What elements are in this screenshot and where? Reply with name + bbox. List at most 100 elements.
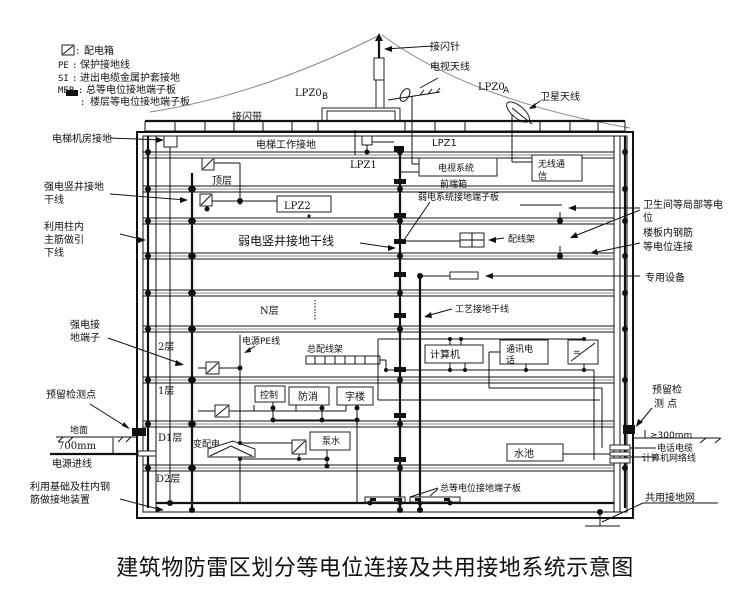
- column-downconductor-label-3: 下线: [44, 246, 64, 259]
- legend-colon-meb: :: [78, 86, 83, 96]
- test-point-box-right: [623, 425, 635, 434]
- weak-terminal-board-label: 弱电系统接地端子板: [418, 191, 499, 203]
- test-point-label-right-2: 测 点: [654, 397, 677, 410]
- satellite-dish-icon: [506, 100, 541, 125]
- control-label: 控制: [260, 389, 278, 401]
- control-box: [254, 385, 286, 403]
- air-terminal-label: 接闪针: [430, 40, 460, 53]
- pool-label: 水池: [514, 447, 534, 460]
- min-depth-label: ≥300mm: [650, 431, 692, 441]
- foundation-ground-label-2: 筋做接地装置: [30, 493, 90, 506]
- strong-terminal-label-1: 强电接: [70, 318, 100, 331]
- legend-distribution-box: 配电箱: [84, 44, 114, 57]
- network-cable-label: 计算机网络线: [642, 452, 696, 464]
- floor-slabs: [143, 151, 614, 505]
- pool-box: [506, 443, 564, 462]
- floor-rebar-label-2: 等电位连接: [643, 240, 693, 253]
- satellite-antenna-label: 卫星天线: [540, 90, 580, 103]
- wireless-comm-label-1: 无线通: [538, 158, 565, 170]
- elevator-room-ground-label: 电梯机房接地: [52, 132, 112, 145]
- main-wiring-rack-label: 总配线架: [307, 343, 343, 355]
- lpz1-top-label: LPZ1: [432, 138, 457, 149]
- legend-colon-pe: :: [72, 61, 77, 71]
- legend-si-symbol: SI: [58, 74, 69, 84]
- elevator-controller-box: [361, 135, 373, 146]
- tv-system-label: 电视系统: [438, 162, 474, 174]
- floor-1-label: 1层: [158, 385, 174, 397]
- legend-colon-floor: :: [80, 98, 85, 108]
- legend: : 配电箱 PE : 保护接地线 SI : 进出电缆金属护套接地 MEB : 总…: [58, 44, 190, 108]
- elevator-work-ground-label: 电梯工作接地: [256, 138, 316, 151]
- telephone-box: [499, 339, 549, 365]
- process-ground-label: 工艺接地干线: [455, 303, 509, 315]
- lpz0a-label: LPZ0: [478, 82, 505, 93]
- air-terminal: [373, 33, 433, 109]
- legend-pe-text: 保护接地线: [80, 58, 130, 71]
- meb-board-label: 总等电位接地端子板: [440, 482, 521, 494]
- pump-box: [309, 431, 351, 451]
- floor-rebar-label-1: 楼板内钢筋: [643, 226, 693, 239]
- tv-antenna-label: 电视天线: [430, 60, 470, 73]
- rectifier-symbol: =: [573, 348, 581, 358]
- fire-box: [288, 386, 330, 406]
- meb-icon: [66, 90, 78, 96]
- test-point-box-left: [132, 428, 146, 436]
- fire-label: 防消: [298, 390, 318, 403]
- column-downconductor-label-1: 利用柱内: [44, 220, 84, 233]
- test-point-label-right-1: 预留检: [652, 383, 682, 396]
- lpz2-box: [276, 195, 332, 213]
- elevator-room-box: [163, 135, 178, 148]
- bathroom-eq-label-2: 位: [643, 211, 653, 224]
- ground-surface-label: 地面: [70, 424, 88, 436]
- test-point-label-left: 预留检测点: [46, 388, 96, 401]
- strong-shaft-ground-label-2: 干线: [44, 193, 64, 206]
- lpz1-inner-label: LPZ1: [350, 160, 377, 171]
- weak-shaft-ground-label: 弱电竖井接地干线: [238, 233, 334, 248]
- floor-d2-label: D2层: [156, 473, 180, 485]
- power-incoming-label: 电源进线: [52, 457, 92, 470]
- foundation-ground-label-1: 利用基础及柱内钢: [30, 480, 110, 493]
- meb-board: [364, 496, 461, 506]
- substation-icon: [207, 440, 256, 458]
- computer-box: [424, 344, 484, 364]
- legend-floor-board-text: 楼层等电位接地端子板: [90, 95, 190, 108]
- n-floor-label: N层: [260, 305, 279, 317]
- legend-colon-si: :: [72, 74, 77, 84]
- computer-label: 计算机: [430, 348, 460, 361]
- strong-shaft-ground-label-1: 强电竖井接地: [44, 180, 104, 193]
- lpz0b-boundary-arc: [149, 34, 381, 113]
- telephone-label-1: 通讯电: [506, 343, 533, 355]
- wireless-comm-label-2: 信: [538, 170, 547, 182]
- lpz0a-boundary-arc: [381, 34, 631, 129]
- tv-antenna-icon: [387, 77, 441, 160]
- lpz0a-sub: A: [503, 86, 510, 96]
- front-box-label: 前端箱: [440, 178, 467, 190]
- power-pe-label: 电源PE线: [242, 335, 280, 347]
- special-equipment-box: [449, 271, 479, 280]
- elevator-label: 字楼: [345, 390, 365, 403]
- strong-terminal-label-2: 地端子: [70, 331, 100, 344]
- lpz2-label: LPZ2: [284, 201, 311, 212]
- legend-pe-symbol: PE: [58, 61, 69, 71]
- wiring-rack-label: 配线架: [508, 233, 535, 245]
- lpz0b-label: LPZ0: [295, 88, 322, 99]
- air-termination-strip-label: 接闪带: [232, 110, 262, 123]
- top-floor-label: 顶层: [212, 175, 232, 187]
- floor-d1-label: D1层: [158, 432, 182, 444]
- floor-2-label: 2层: [158, 341, 174, 353]
- common-ground-net-label: 共用接地网: [645, 491, 695, 504]
- depth-label: 700mm: [58, 441, 97, 452]
- telephone-label-2: 话: [506, 354, 515, 366]
- diagram-title: 建筑物防雷区划分等电位连接及共用接地系统示意图: [116, 556, 634, 581]
- elevator-box: [336, 386, 374, 406]
- pump-label: 泵水: [322, 435, 340, 447]
- main-wiring-rack-icon: [305, 355, 381, 365]
- legend-meb-text: 总等电位接地端子板: [86, 83, 176, 96]
- wireless-comm-box: [531, 154, 583, 182]
- column-downconductor-label-2: 主筋做引: [44, 233, 84, 246]
- legend-separator: :: [76, 46, 79, 57]
- building-outline: [136, 131, 634, 519]
- bathroom-eq-label-1: 卫生间等局部等电: [643, 198, 723, 211]
- telephone-cable-label: 电话电缆: [657, 442, 693, 454]
